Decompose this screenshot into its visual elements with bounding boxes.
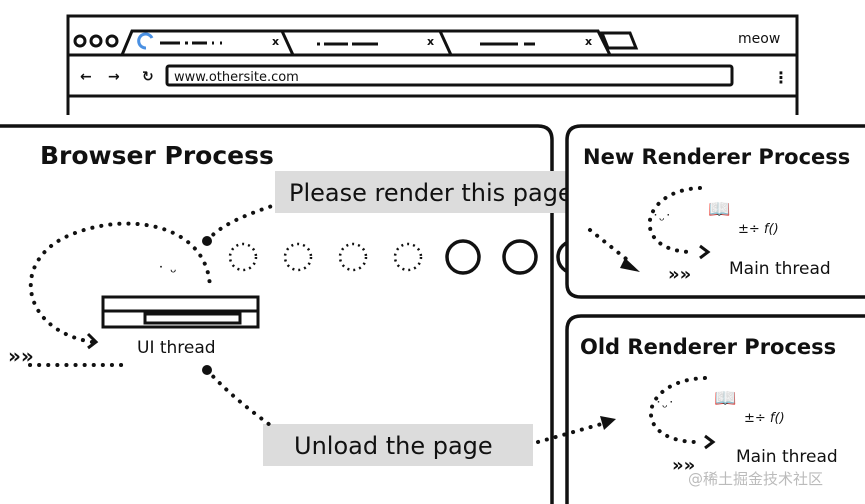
function-icon: ±÷ f() [738, 222, 779, 237]
function-icon: ±÷ f() [744, 411, 785, 426]
browser-process-box: Browser Process Please render this page … [0, 124, 595, 504]
render-message-label: Please render this page [289, 179, 573, 207]
unload-message-label-bg [263, 424, 533, 466]
new-tab-button[interactable] [599, 31, 639, 50]
render-message-label-bg [275, 171, 595, 213]
watermark: @稀土掘金技术社区 [688, 470, 823, 488]
tab-2-close-icon[interactable]: x [427, 35, 434, 48]
incoming-chevrons-icon: »» [672, 455, 695, 476]
tab-1[interactable] [120, 29, 295, 56]
incoming-chevrons-icon: »» [668, 264, 691, 285]
reload-icon[interactable]: ↻ [142, 69, 154, 85]
back-arrow-icon[interactable]: ← [80, 69, 92, 85]
tab-3-close-icon[interactable]: x [585, 35, 592, 48]
incoming-chevrons-icon: »» [8, 344, 34, 368]
old-renderer-title: Old Renderer Process [580, 335, 836, 359]
old-renderer-process-box: Old Renderer Process ˙ᵕ˙ 📖 ±÷ f() »» Mai… [536, 314, 865, 504]
old-renderer-main-thread-label: Main thread [736, 447, 838, 467]
smiley-face-icon: ˙ᵕ˙ [655, 400, 675, 416]
smiley-face-icon: ˙ ᵕ [157, 263, 177, 282]
window-controls [73, 34, 119, 48]
tools-book-icon: 📖 [708, 199, 730, 220]
browser-process-title: Browser Process [40, 141, 274, 170]
ui-thread-label: UI thread [137, 338, 216, 358]
new-renderer-main-thread-label: Main thread [729, 259, 831, 279]
loading-spinner-icon [137, 32, 154, 50]
forward-arrow-icon[interactable]: → [108, 69, 120, 85]
mini-browser-icon [101, 295, 260, 329]
new-renderer-process-box: New Renderer Process ˙ᵕ˙ 📖 ±÷ f() »» Mai… [565, 124, 865, 299]
unload-message-label: Unload the page [294, 432, 493, 460]
address-bar[interactable] [165, 64, 734, 87]
tab-1-close-icon[interactable]: x [272, 35, 279, 48]
address-bar-url[interactable]: www.othersite.com [174, 70, 299, 85]
profile-label: meow [738, 31, 780, 47]
menu-dots-icon[interactable]: ⋮ [773, 68, 789, 87]
new-renderer-title: New Renderer Process [583, 145, 850, 169]
smiley-face-icon: ˙ᵕ˙ [652, 213, 672, 229]
browser-window-sketch: x x x meow ← → ↻ www.othersite.com ⋮ [66, 14, 799, 115]
tools-book-icon: 📖 [714, 388, 736, 409]
